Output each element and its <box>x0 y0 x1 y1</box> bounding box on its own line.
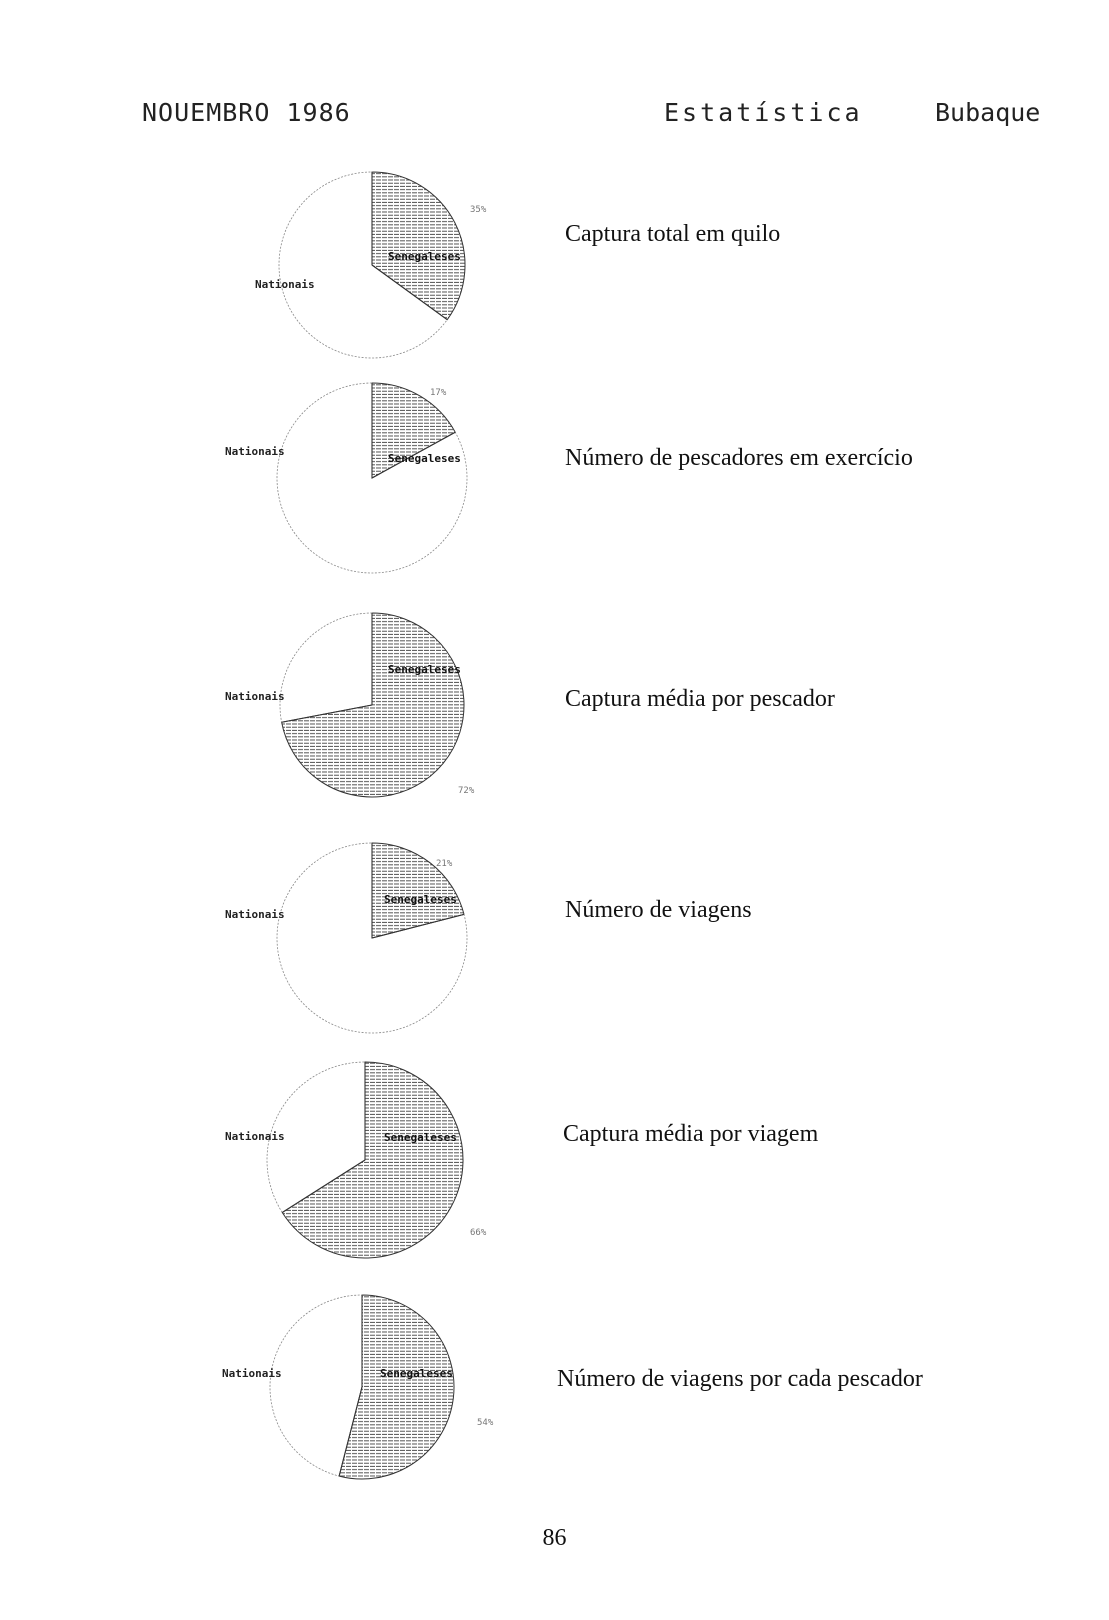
page-number: 86 <box>542 1525 567 1551</box>
label-nationais: Nationais <box>225 908 285 921</box>
percent-label: 66% <box>470 1228 487 1238</box>
pie-slice-senegaleses <box>281 1061 464 1259</box>
pie-slice-senegaleses <box>371 171 466 321</box>
chart-caption: Número de pescadores em exercício <box>565 445 913 471</box>
pie-slice-senegaleses <box>338 1294 455 1480</box>
slice-boundary <box>338 1386 363 1477</box>
pie-slice-senegaleses <box>371 382 456 479</box>
pie-slice-nationais <box>269 1294 363 1477</box>
pie-slice-senegaleses <box>281 612 465 798</box>
percent-label: 72% <box>458 786 475 796</box>
chart-caption: Captura média por pescador <box>565 686 835 712</box>
slice-boundary <box>281 704 373 723</box>
slice-boundary <box>371 913 465 939</box>
percent-label: 54% <box>477 1418 494 1428</box>
label-nationais: Nationais <box>222 1367 282 1380</box>
label-senegaleses: Senegaleses <box>388 452 461 465</box>
chart-caption: Número de viagens <box>565 897 752 923</box>
label-nationais: Nationais <box>255 278 315 291</box>
pie-slice-senegaleses <box>371 842 465 939</box>
slice-boundary <box>371 264 448 321</box>
chart-caption: Captura total em quilo <box>565 221 781 247</box>
label-senegaleses: Senegaleses <box>380 1367 453 1380</box>
page-header: NOUEMBRO 1986 Estatística Bubaque <box>0 98 1109 138</box>
chart-caption: Captura média por viagem <box>563 1121 819 1147</box>
percent-label: 17% <box>430 388 447 398</box>
label-nationais: Nationais <box>225 445 285 458</box>
header-date: NOUEMBRO 1986 <box>142 98 351 127</box>
label-senegaleses: Senegaleses <box>384 893 457 906</box>
slice-boundary <box>371 431 456 479</box>
slice-boundary <box>281 1159 366 1213</box>
label-senegaleses: Senegaleses <box>384 1131 457 1144</box>
header-location: Bubaque <box>935 98 1041 127</box>
percent-label: 35% <box>470 205 487 215</box>
label-senegaleses: Senegaleses <box>388 250 461 263</box>
pie-slice-nationais <box>279 612 373 723</box>
percent-label: 21% <box>436 859 453 869</box>
pie-slice-nationais <box>276 842 468 1034</box>
label-senegaleses: Senegaleses <box>388 663 461 676</box>
pie-slice-nationais <box>276 382 468 574</box>
header-title: Estatística <box>664 98 863 127</box>
label-nationais: Nationais <box>225 690 285 703</box>
label-nationais: Nationais <box>225 1130 285 1143</box>
chart-caption: Número de viagens por cada pescador <box>557 1366 923 1392</box>
